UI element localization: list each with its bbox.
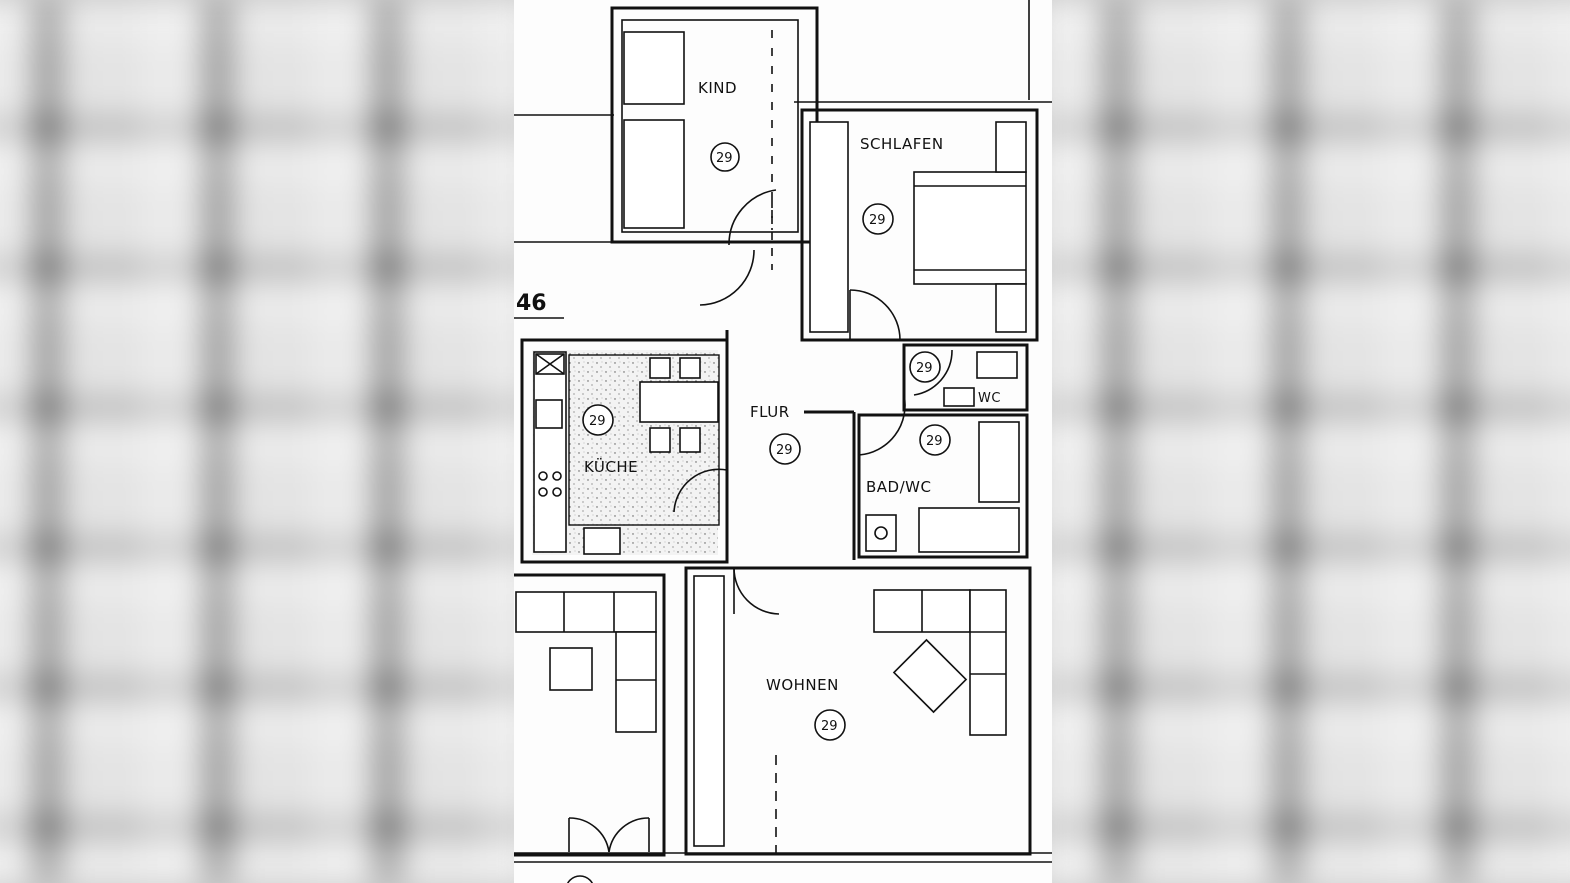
room-number-schlafen: 29 bbox=[869, 213, 886, 228]
room-number-flur: 29 bbox=[776, 443, 793, 458]
room-kind: KIND 29 bbox=[610, 6, 819, 244]
room-number-wohnen: 29 bbox=[821, 719, 838, 734]
room-label-wc: WC bbox=[978, 391, 1001, 406]
room-wohnen: WOHNEN 29 bbox=[684, 566, 1032, 856]
room-label-bad: BAD/WC bbox=[866, 478, 931, 496]
room-number-kueche: 29 bbox=[589, 414, 606, 429]
blurred-background-right bbox=[1040, 0, 1570, 883]
room-kueche: KÜCHE 29 bbox=[520, 338, 729, 564]
room-number-bad: 29 bbox=[926, 434, 943, 449]
floor-plan: KIND 29 SCHLAFEN 29 WC 29 bbox=[514, 0, 1052, 883]
floor-plan-drawing: KIND 29 SCHLAFEN 29 WC 29 bbox=[514, 0, 1052, 883]
room-label-flur: FLUR bbox=[750, 403, 790, 421]
room-label-kind: KIND bbox=[698, 79, 737, 97]
room-wc: WC 29 bbox=[902, 343, 1029, 412]
room-label-kueche: KÜCHE bbox=[584, 457, 638, 476]
room-number-kind: 29 bbox=[716, 151, 733, 166]
room-number-wc: 29 bbox=[916, 361, 933, 376]
neighbour-living bbox=[514, 573, 666, 857]
room-bad: BAD/WC 29 bbox=[857, 413, 1029, 559]
unit-number-fragment: 46 bbox=[516, 291, 547, 316]
room-label-schlafen: SCHLAFEN bbox=[860, 135, 944, 153]
room-label-wohnen: WOHNEN bbox=[766, 676, 839, 694]
bottom-number-circle bbox=[566, 875, 594, 883]
blurred-background-left bbox=[0, 0, 530, 883]
room-flur: FLUR 29 bbox=[725, 200, 906, 560]
room-schlafen: SCHLAFEN 29 bbox=[800, 108, 1039, 342]
